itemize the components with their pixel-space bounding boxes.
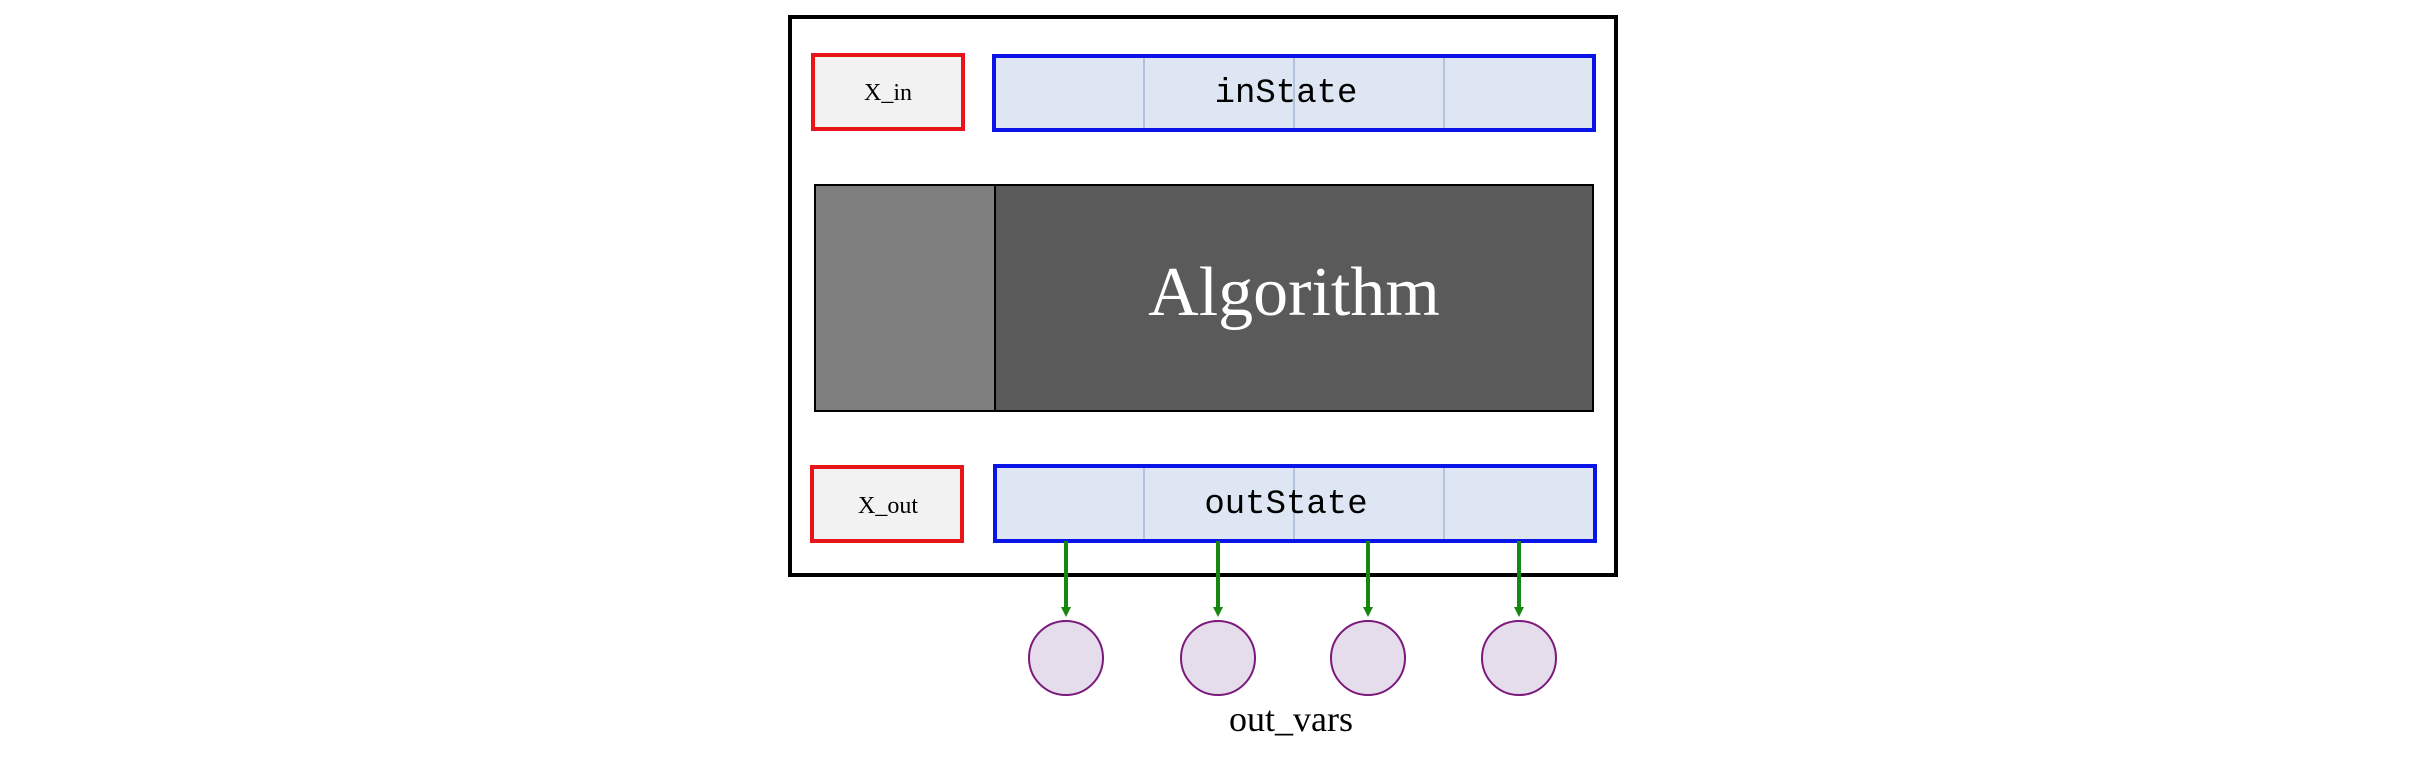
output-variable-circle [1330, 620, 1406, 696]
algorithm-side-panel [814, 184, 996, 412]
out-state-label: outState [1204, 486, 1367, 524]
algorithm-block [994, 184, 1594, 412]
in-var-box [811, 53, 965, 131]
algorithm-label: Algorithm [1148, 254, 1440, 331]
out-vars-label: out_vars [1229, 699, 1353, 739]
out-var-label: X_out [858, 493, 918, 519]
output-variable-circle [1028, 620, 1104, 696]
in-var-label: X_in [864, 80, 912, 106]
output-variable-circle [1180, 620, 1256, 696]
in-state-label: inState [1215, 75, 1358, 113]
out-var-box [810, 465, 964, 543]
output-variable-circle [1481, 620, 1557, 696]
